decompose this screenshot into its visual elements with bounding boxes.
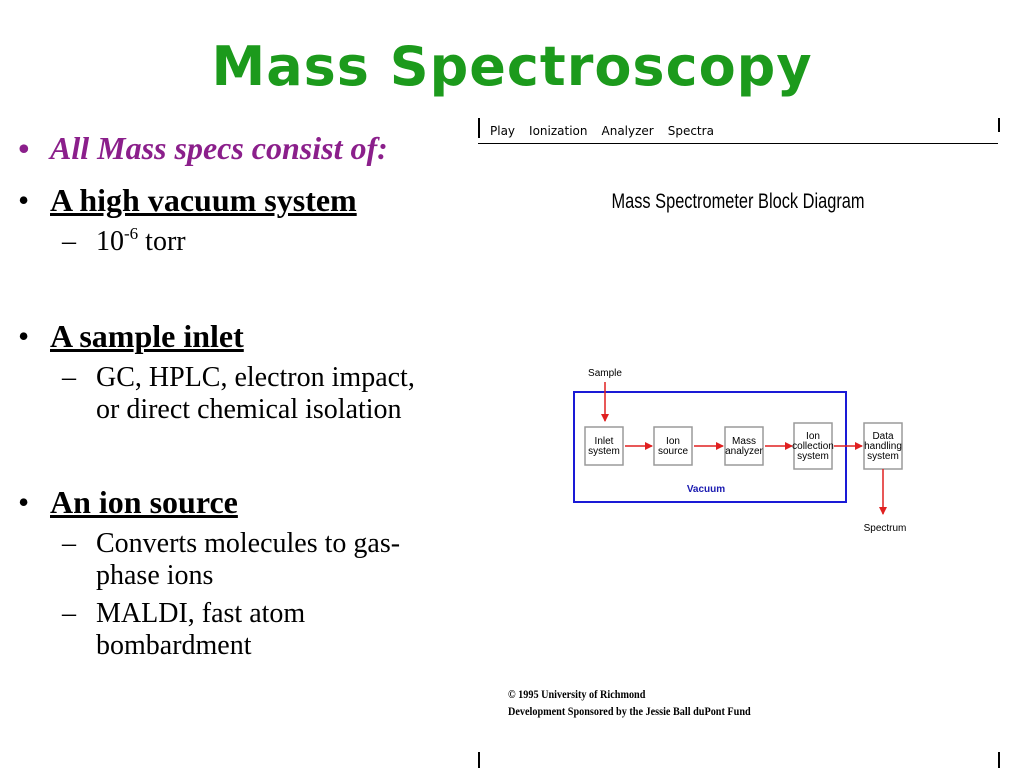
bullet-inlet: • A sample inlet [18,318,244,354]
spectrum-label: Spectrum [864,523,907,534]
menu-ionization[interactable]: Ionization [529,123,588,138]
bullet-source-heading: An ion source [50,484,238,520]
block-inlet-label-0: Inlet [595,436,614,447]
copyright-notice: © 1995 University of Richmond Developmen… [508,686,751,720]
block-inlet [584,426,624,466]
slide-title: Mass Spectroscopy [211,35,813,98]
maldi-line1: MALDI, fast atom [96,598,306,629]
block-ion-collection [793,422,833,470]
menu-spectra[interactable]: Spectra [667,123,714,138]
diagram-title: Mass Spectrometer Block Diagram [611,190,865,213]
copyright-line2: Development Sponsored by the Jessie Ball… [508,704,751,718]
sub-bullet-torr: – 10-6 torr [62,224,186,257]
sub-bullet-maldi: – MALDI, fast atom bombardment [62,598,306,661]
block-diagram: VacuumSampleInletsystemIonsourceMassanal… [573,368,907,534]
torr-base: 10 [96,226,124,257]
bullet-intro-text: All Mass specs consist of: [50,130,388,166]
block-ion-collection-label-1: collection [792,441,834,452]
block-ion-source-label-0: Ion [666,436,680,447]
vacuum-enclosure [573,391,847,503]
bullet-inlet-heading: A sample inlet [50,318,244,354]
converts-line2: phase ions [96,560,214,591]
sub-bullet-inlet-methods: – GC, HPLC, electron impact, or direct c… [62,362,415,425]
block-mass-analyzer-label-1: analyzer [725,446,763,457]
block-ion-collection-label-2: system [797,451,829,462]
copyright-line1: © 1995 University of Richmond [508,687,646,701]
block-inlet-label-1: system [588,446,620,457]
applet-menu-bar: Play Ionization Analyzer Spectra [478,118,998,144]
block-ion-source [653,426,693,466]
block-data-handling-label-0: Data [872,431,894,442]
bullet-intro: • All Mass specs consist of: [18,130,388,166]
menu-analyzer[interactable]: Analyzer [601,123,654,138]
inlet-methods-line1: GC, HPLC, electron impact, [96,362,415,393]
sub-bullet-converts: – Converts molecules to gas- phase ions [62,528,401,591]
block-data-handling-label-2: system [867,451,899,462]
block-ion-source-label-1: source [658,446,688,457]
bullet-vacuum-heading: A high vacuum system [50,182,357,218]
bullet-vacuum: • A high vacuum system [18,182,357,218]
bullet-source: • An ion source [18,484,238,520]
torr-unit: torr [138,226,186,257]
sample-label: Sample [588,368,622,379]
block-data-handling [863,422,903,470]
diagram-panel: Play Ionization Analyzer Spectra Mass Sp… [478,118,1000,768]
block-ion-collection-label-0: Ion [806,431,820,442]
block-mass-analyzer-label-0: Mass [732,436,756,447]
bullet-list: • All Mass specs consist of: • A high va… [18,128,488,662]
menu-play[interactable]: Play [490,123,516,138]
torr-exponent: -6 [124,224,139,243]
inlet-methods-line2: or direct chemical isolation [96,394,402,425]
block-mass-analyzer [724,426,764,466]
converts-line1: Converts molecules to gas- [96,528,401,559]
block-data-handling-label-1: handling [864,441,902,452]
vacuum-label: Vacuum [687,484,725,495]
maldi-line2: bombardment [96,630,252,661]
